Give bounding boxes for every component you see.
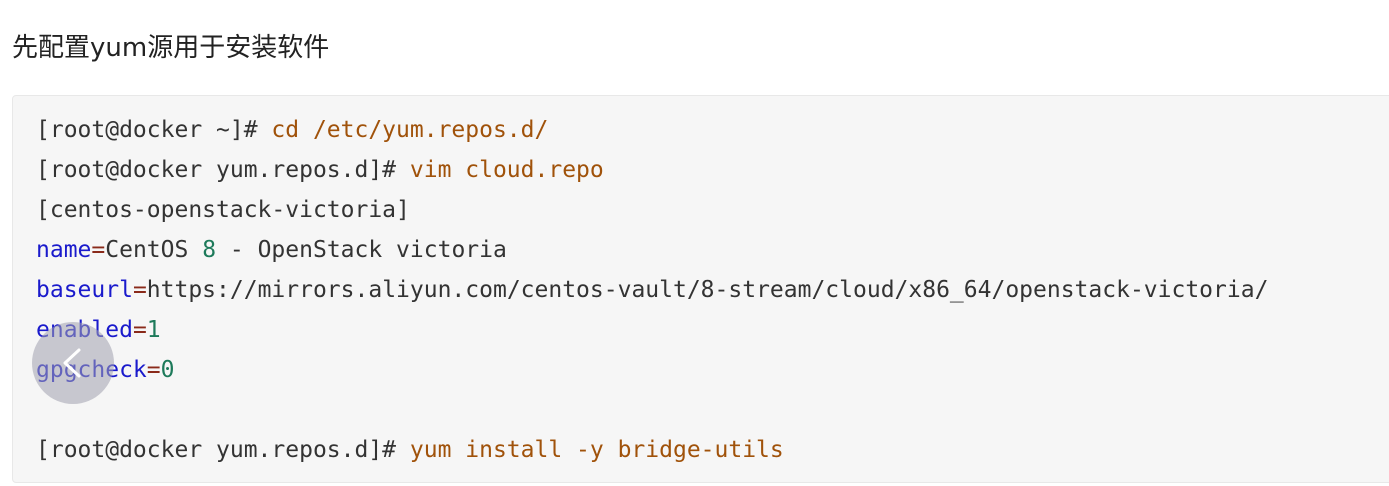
- config-value: - OpenStack victoria: [216, 237, 507, 263]
- code-content: [root@docker ~]# cd /etc/yum.repos.d/[ro…: [36, 110, 1268, 470]
- chevron-left-icon: [63, 348, 81, 378]
- code-block: [root@docker ~]# cd /etc/yum.repos.d/[ro…: [12, 95, 1389, 483]
- config-equals: =: [132, 277, 147, 303]
- code-line-2: [root@docker yum.repos.d]# vim cloud.rep…: [36, 150, 1268, 190]
- shell-command: cd /etc/yum.repos.d/: [271, 117, 549, 143]
- config-value: CentOS: [105, 237, 203, 263]
- config-key: baseurl: [36, 277, 133, 303]
- code-line-3: [centos-openstack-victoria]: [36, 190, 1268, 230]
- config-equals: =: [132, 317, 147, 343]
- section-heading: 先配置yum源用于安装软件: [12, 33, 330, 63]
- shell-command: vim cloud.repo: [409, 157, 604, 183]
- repo-section-header: [centos-openstack-victoria]: [36, 197, 410, 223]
- config-number: 1: [146, 317, 161, 343]
- config-equals: =: [146, 357, 161, 383]
- prev-button[interactable]: [32, 322, 114, 404]
- code-line-4: name=CentOS 8 - OpenStack victoria: [36, 230, 1268, 270]
- config-key: name: [36, 237, 92, 263]
- config-number: 8: [202, 237, 217, 263]
- shell-prompt: [root@docker yum.repos.d]#: [36, 437, 410, 463]
- code-line-9: [root@docker yum.repos.d]# yum install -…: [36, 430, 1268, 470]
- code-line-5: baseurl=https://mirrors.aliyun.com/cento…: [36, 270, 1268, 310]
- code-line-1: [root@docker ~]# cd /etc/yum.repos.d/: [36, 110, 1268, 150]
- config-number: 0: [160, 357, 175, 383]
- code-line-8-blank: [36, 390, 1268, 430]
- shell-prompt: [root@docker ~]#: [36, 117, 272, 143]
- code-line-6: enabled=1: [36, 310, 1268, 350]
- code-line-7: gpgcheck=0: [36, 350, 1268, 390]
- config-value: https://mirrors.aliyun.com/centos-vault/…: [146, 277, 1269, 303]
- config-equals: =: [91, 237, 106, 263]
- shell-command: yum install -y bridge-utils: [409, 437, 784, 463]
- shell-prompt: [root@docker yum.repos.d]#: [36, 157, 410, 183]
